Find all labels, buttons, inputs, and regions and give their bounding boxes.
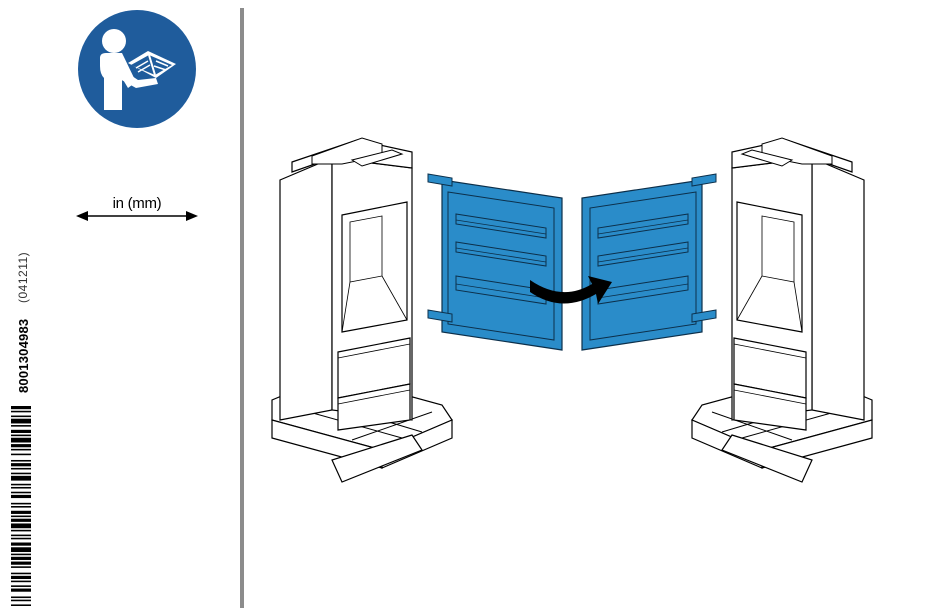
read-manual-icon (76, 8, 198, 130)
barcode-bar (11, 484, 31, 486)
barcode-bar (11, 406, 31, 409)
barcode-bar (11, 566, 31, 568)
barcode-bar (11, 596, 31, 598)
barcode-bar (11, 516, 31, 518)
fridge-before (272, 138, 562, 482)
barcode-bar (11, 600, 31, 602)
barcode-bar (11, 557, 31, 560)
barcode-bar (11, 411, 31, 413)
fridge-after (582, 138, 872, 482)
barcode-bar (11, 604, 31, 606)
barcode (11, 406, 31, 606)
barcode-bar (11, 535, 31, 537)
barcode-bar (11, 538, 31, 540)
barcode-bar (11, 460, 31, 462)
barcode-bar (11, 435, 31, 437)
barcode-bar (11, 562, 31, 565)
barcode-bar (11, 573, 31, 575)
barcode-bar (11, 503, 31, 505)
barcode-bar (11, 476, 31, 481)
barcode-bar (11, 416, 31, 418)
barcode-bar (11, 554, 31, 556)
barcode-bar (11, 463, 31, 466)
page-divider (240, 8, 244, 608)
barcode-bar (11, 547, 31, 552)
barcode-bar (11, 468, 31, 470)
barcode-bar (11, 511, 31, 514)
barcode-bar (11, 506, 31, 508)
barcode-bar (11, 438, 31, 443)
barcode-bar (11, 492, 31, 494)
barcode-bar (11, 449, 31, 451)
barcode-bar (11, 589, 31, 592)
barcode-bar (11, 530, 31, 532)
barcode-bar (11, 473, 31, 475)
barcode-bar (11, 487, 31, 489)
door-swap-illustration (262, 120, 882, 490)
barcode-bar (11, 430, 31, 433)
barcode-bar (11, 519, 31, 522)
revision-code: (041211) (16, 252, 30, 303)
barcode-bar (11, 444, 31, 447)
barcode-bar (11, 495, 31, 498)
barcode-bar (11, 425, 31, 427)
part-number: 8001304983 (16, 319, 31, 393)
barcode-bar (11, 581, 31, 583)
barcode-bar (11, 585, 31, 587)
barcode-bar (11, 523, 31, 528)
barcode-bar (11, 454, 31, 456)
barcode-bar (11, 419, 31, 424)
barcode-bar (11, 543, 31, 546)
barcode-bar (11, 576, 31, 579)
unit-label: in (mm) (104, 195, 170, 212)
